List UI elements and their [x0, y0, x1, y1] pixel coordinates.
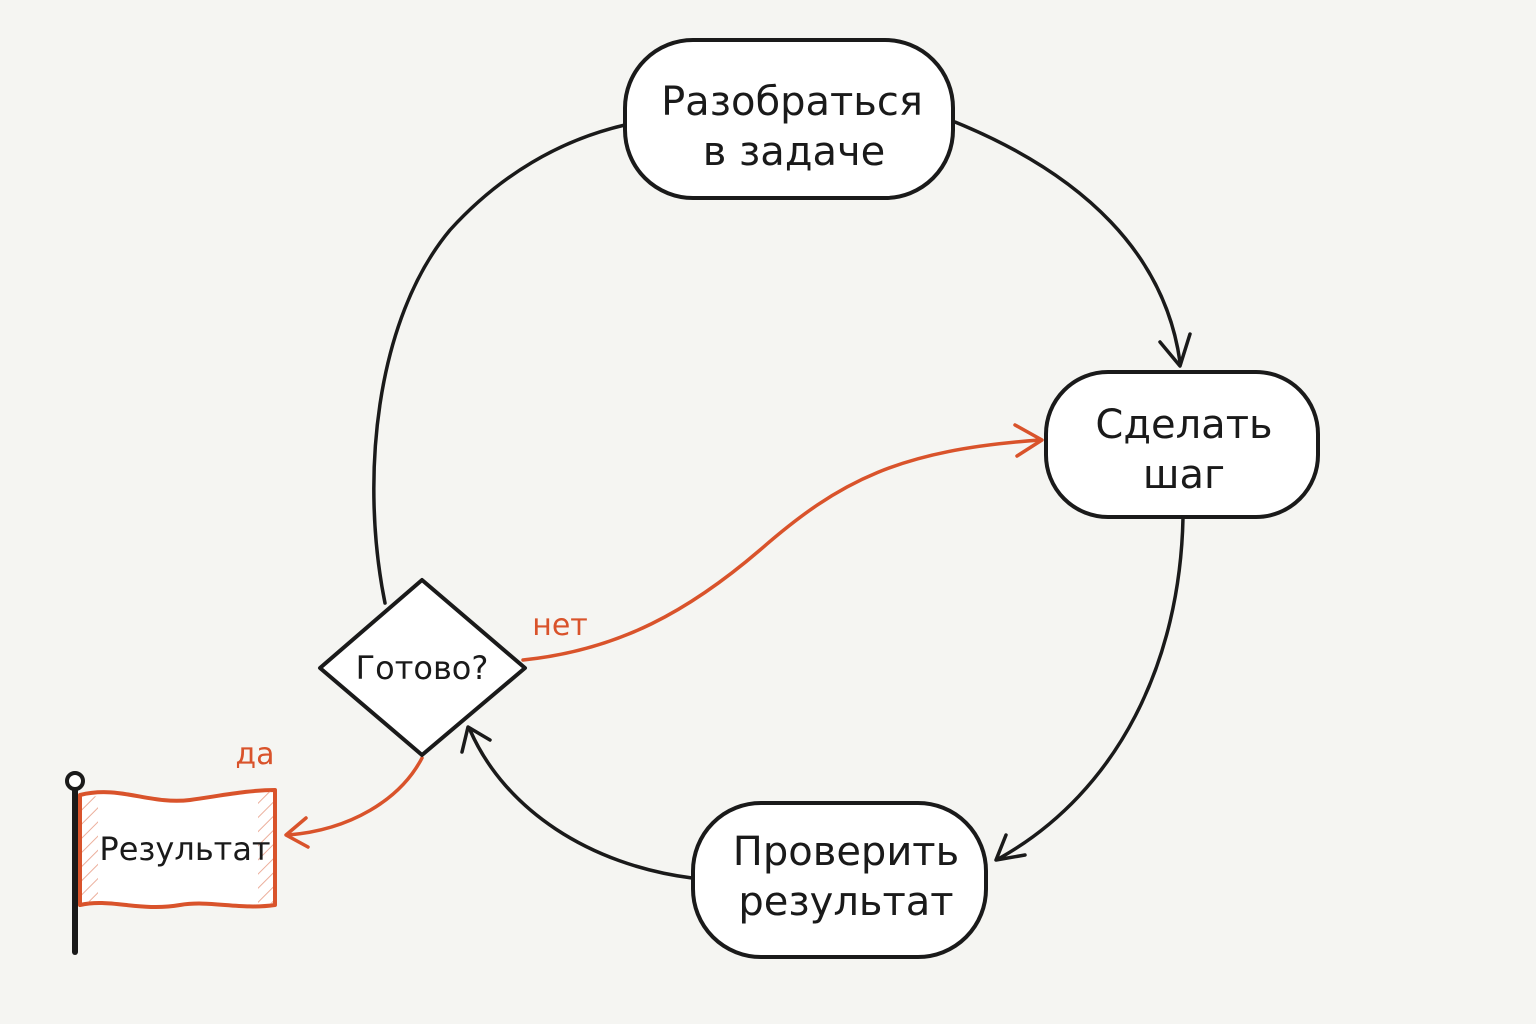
edge-decision-yes-to-result	[286, 756, 424, 837]
arrowhead-check-icon	[994, 833, 1027, 862]
node-step: Сделать шаг	[1044, 370, 1320, 519]
edge-decision-no-to-step	[521, 438, 1042, 662]
node-check-line2: результат	[738, 879, 953, 925]
node-check: Проверить результат	[691, 801, 988, 959]
edge-step-to-check	[998, 516, 1185, 860]
edge-check-to-decision	[468, 728, 694, 880]
arrowhead-yes-icon	[284, 816, 310, 849]
flag-pole-knob	[65, 771, 85, 791]
arrowhead-step-icon	[1158, 332, 1192, 368]
result-flag-label: Результат	[99, 830, 270, 868]
node-decision: Готово?	[318, 578, 527, 757]
node-understand-line1: Разобраться	[661, 79, 923, 125]
node-check-line1: Проверить	[733, 829, 959, 875]
arrowhead-no-icon	[1013, 423, 1044, 458]
flag-hatch-left	[82, 796, 98, 903]
edge-understand-to-step	[953, 120, 1182, 364]
flag-cloth	[78, 788, 277, 909]
node-understand-line2: в задаче	[703, 129, 885, 175]
edge-label-no: нет	[532, 608, 588, 643]
node-understand: Разобраться в задаче	[623, 38, 955, 200]
node-step-line1: Сделать	[1095, 402, 1272, 448]
arrowhead-decision-icon	[460, 725, 492, 754]
edge-decision-to-understand	[372, 123, 627, 605]
node-decision-label: Готово?	[356, 649, 489, 687]
node-step-line2: шаг	[1143, 452, 1225, 498]
result-flag: Результат	[65, 771, 277, 955]
edge-label-yes: да	[235, 737, 274, 772]
flag-hatch-right	[258, 791, 273, 905]
